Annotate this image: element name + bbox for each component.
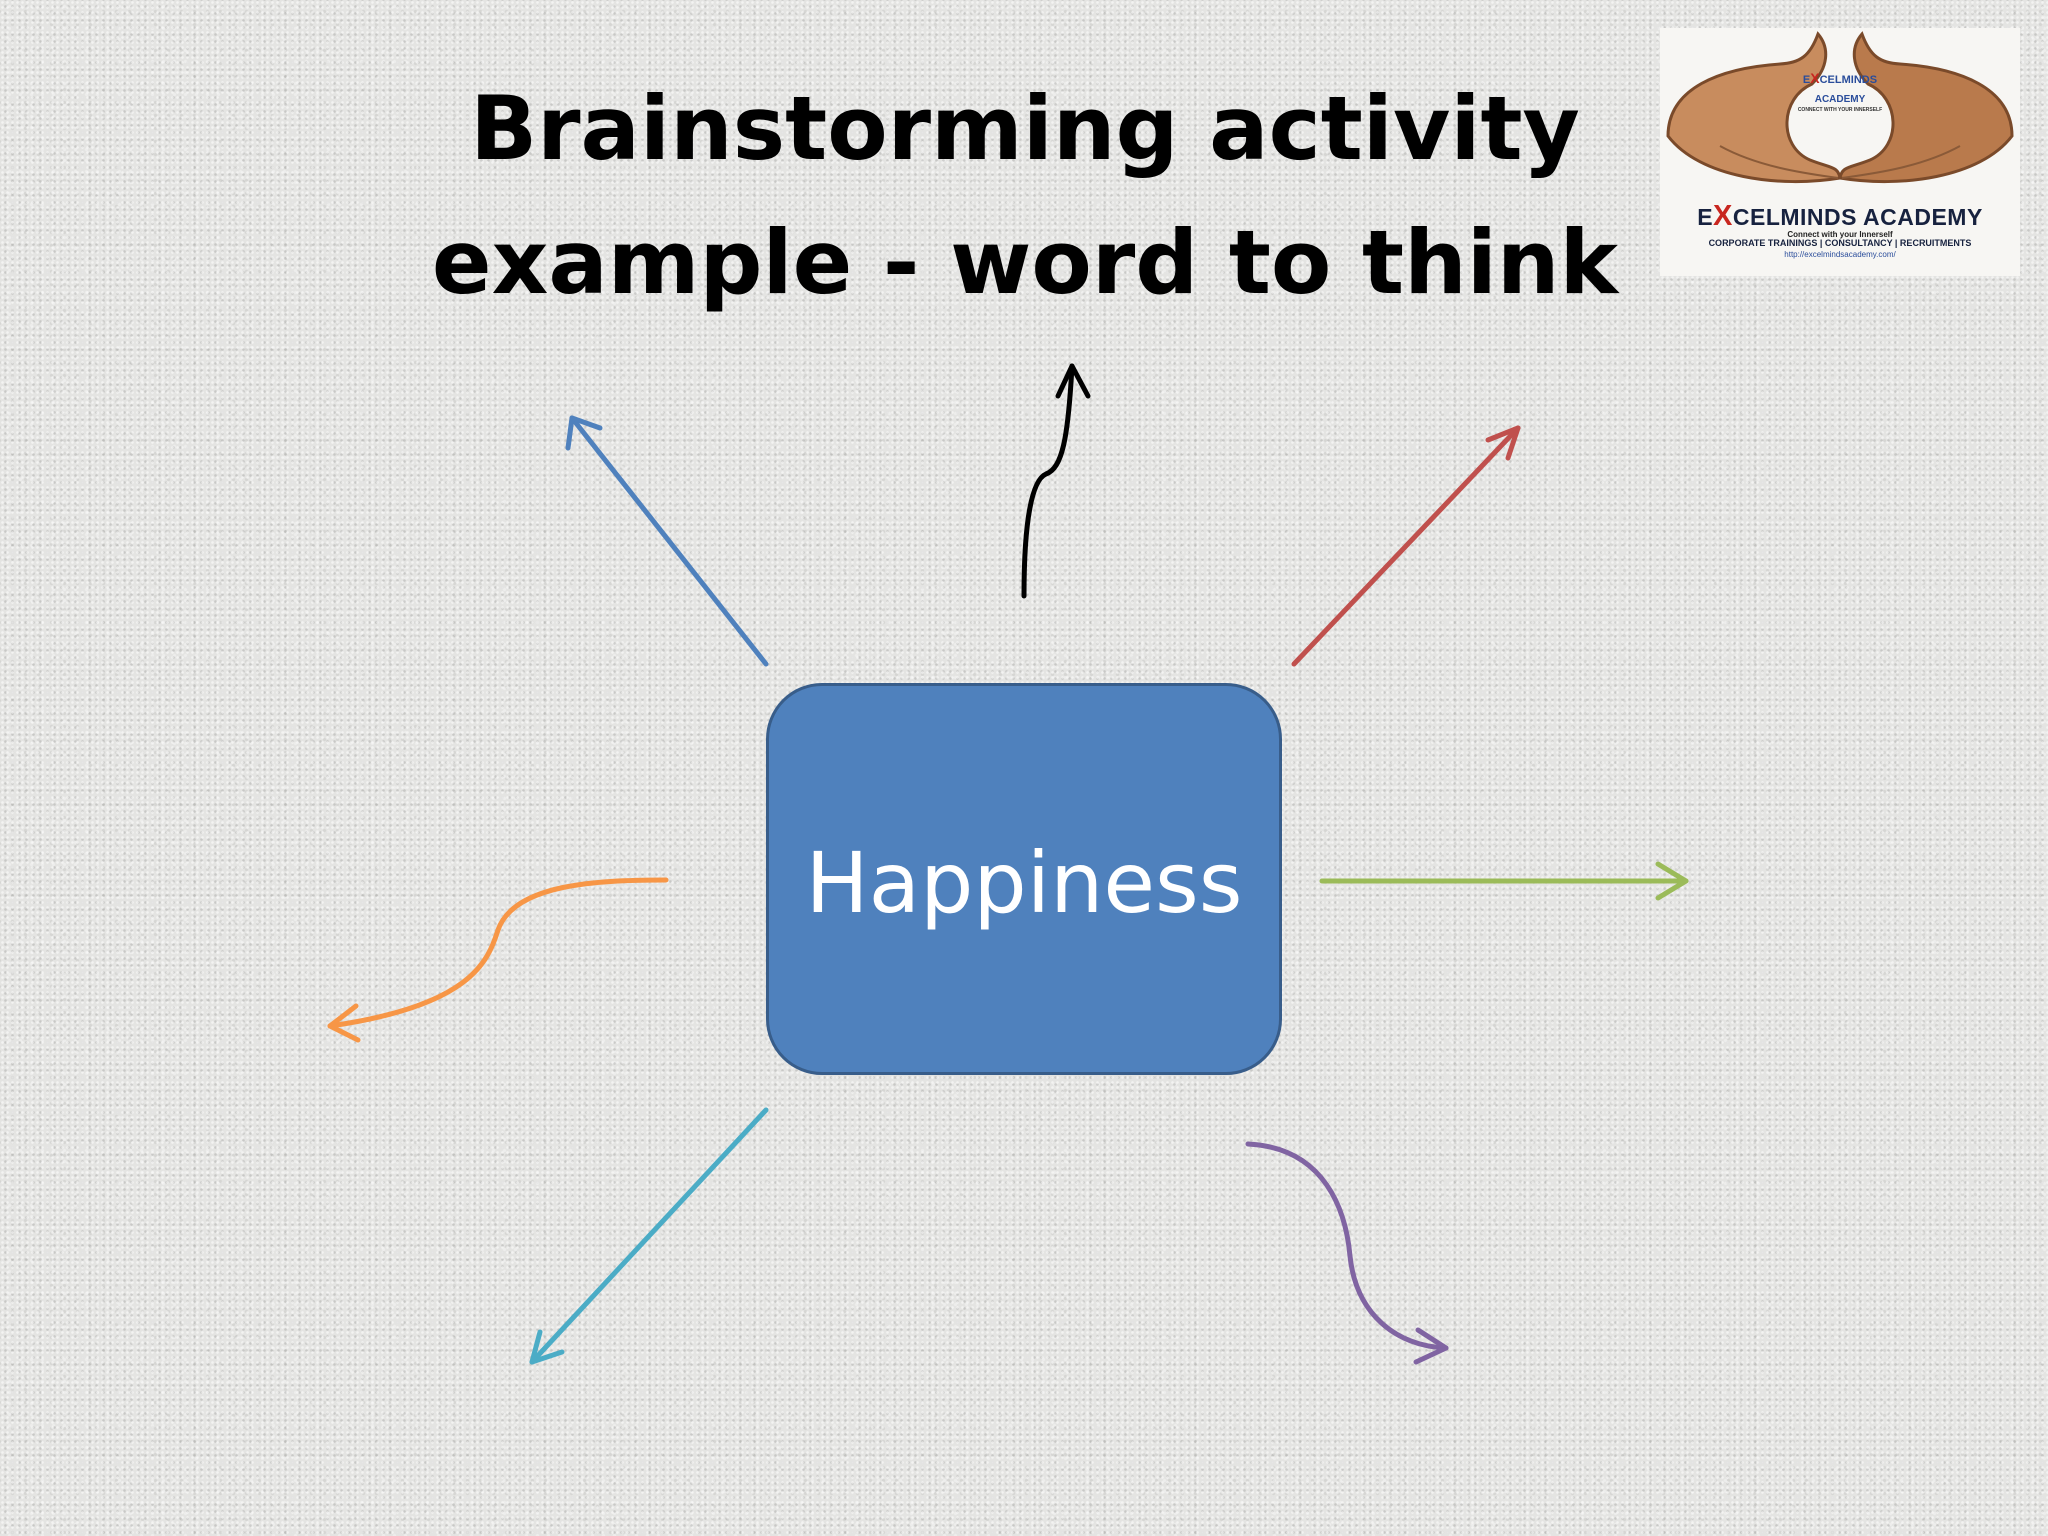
arrow-left [327,877,669,1043]
praying-hands-icon [1666,31,2014,184]
logo-badge-motto: CONNECT WITH YOUR INNERSELF [1797,107,1883,113]
arrow-up-right [1291,425,1521,667]
arrow-up [1021,363,1091,599]
logo-name: EXCELMINDS ACADEMY [1697,200,1983,232]
arrow-down-right [1245,1141,1449,1365]
logo-badge-name: EXCELMINDS [1802,70,1878,86]
slide-title: Brainstorming activity example - word to… [390,62,1660,330]
arrow-down-left [529,1107,769,1365]
excelminds-logo: EXCELMINDS ACADEMY CONNECT WITH YOUR INN… [1660,28,2020,276]
title-line-1: Brainstorming activity [470,77,1580,180]
title-line-2: example - word to think [431,211,1619,314]
arrow-right [1319,861,1689,901]
logo-url: http://excelmindsacademy.com/ [1784,250,1896,259]
center-word: Happiness [805,834,1243,932]
logo-badge: EXCELMINDS ACADEMY CONNECT WITH YOUR INN… [1785,70,1895,113]
logo-services: CORPORATE TRAININGS | CONSULTANCY | RECR… [1708,238,1972,248]
arrow-up-left [565,415,769,667]
logo-tagline: Connect with your Innerself [1787,230,1893,239]
logo-badge-academy: ACADEMY [1814,94,1866,105]
center-word-box: Happiness [766,683,1282,1075]
